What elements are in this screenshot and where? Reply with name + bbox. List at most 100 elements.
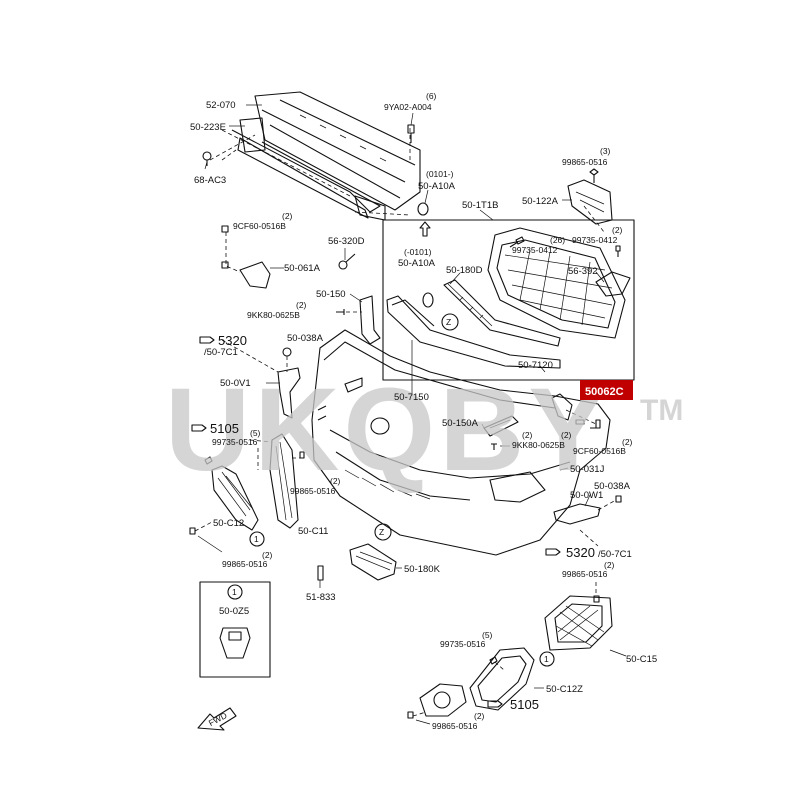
label-qty-2a: (2): [282, 211, 293, 221]
ref-1-circle-right-icon: [539, 651, 555, 667]
label-99735-0412b: 99735-0412: [572, 235, 618, 245]
label-qty-2i: (2): [604, 560, 615, 570]
label-56-392: 56-392: [568, 266, 598, 277]
label-50-a10a-box: 50-A10A: [398, 258, 436, 269]
label-qty-5-right: (5): [482, 630, 493, 640]
fog-grille-50-c15: [544, 582, 627, 657]
label-50-c11: 50-C11: [298, 526, 328, 537]
bumper-cover-50-031j: [311, 329, 611, 556]
label-50-038a-right: 50-038A: [594, 481, 631, 492]
bumper-reinforcement: [231, 91, 421, 221]
leader-lines-top: [204, 104, 429, 204]
highlight-part-label[interactable]: 50062C: [580, 380, 633, 400]
label-50-0z5: 50-0Z5: [219, 606, 249, 617]
ref-5105-right-icon: [487, 700, 503, 708]
highlight-text: 50062C: [585, 386, 624, 398]
label-qty-2h: (2): [622, 437, 633, 447]
molding-50-180d: [443, 272, 561, 347]
label-qty-2f: (2): [522, 430, 533, 440]
screw-left-low-icon: [189, 521, 223, 553]
watermark: UKQBY TM: [165, 364, 683, 496]
label-refz-low: Z: [379, 527, 384, 537]
label-qty-0101: (-0101): [404, 247, 432, 257]
grille-box: [382, 209, 635, 381]
watermark-text: UKQBY: [165, 364, 611, 496]
label-50-7120: 50-7120: [518, 360, 553, 371]
label-50-150a: 50-150A: [442, 418, 479, 429]
label-50-7c1-right: /50-7C1: [598, 549, 632, 560]
label-5320-left: 5320: [218, 333, 247, 348]
label-50-150: 50-150: [316, 289, 346, 300]
label-5105-right: 5105: [510, 697, 539, 712]
label-51-833: 51-833: [306, 592, 336, 603]
fog-bezel-50-c11: [249, 433, 305, 529]
bracket-50-0v1: [266, 367, 301, 419]
ref-5320-left-icon: [199, 336, 279, 373]
label-5105-left: 5105: [210, 421, 239, 436]
label-56-320d: 56-320D: [328, 236, 365, 247]
label-9ya02: 9YA02-A004: [384, 102, 432, 112]
label-50-031j: 50-031J: [570, 464, 605, 475]
bracket-56-392: [595, 271, 631, 297]
label-50-180k: 50-180K: [404, 564, 441, 575]
label-qty-2c: (2): [296, 300, 307, 310]
fog-bezel-50-c12: [204, 456, 259, 531]
bolt-50-038a-left-icon: [282, 347, 292, 372]
bolt-68-ac3-icon: [202, 151, 212, 166]
clip-56-320d-icon: [338, 248, 356, 270]
clip-51-833-icon: [317, 565, 324, 588]
label-50-0w1: 50-0W1: [570, 490, 603, 501]
label-9kk80-left: 9KK80-0625B: [247, 310, 300, 320]
fwd-arrow-icon: [197, 707, 237, 731]
label-qty-2d: (2): [330, 476, 341, 486]
label-99735-0412a: 99735-0412: [512, 245, 558, 255]
label-qty-6: (6): [426, 91, 437, 101]
label-qty-0101a: (0101-): [426, 169, 454, 179]
ref-5320-right-icon: [545, 529, 599, 556]
label-50-a10a-top: 50-A10A: [418, 181, 456, 192]
label-50-c12: 50-C12: [213, 518, 244, 529]
label-99865-top: 99865-0516: [562, 157, 608, 167]
label-99865-0516-right: 99865-0516: [562, 569, 608, 579]
bracket-50-150: [336, 293, 381, 345]
bracket-50-122a: [562, 168, 613, 233]
bracket-50-0w1: [553, 494, 622, 525]
label-50-7c1-left: /50-7C1: [204, 347, 238, 358]
label-fwd: FWD: [207, 710, 229, 728]
ref-1-circle-left-icon: [249, 531, 265, 547]
watermark-tm: TM: [640, 394, 683, 427]
label-9cf60-left: 9CF60-0516B: [233, 221, 286, 231]
label-50-223e: 50-223E: [190, 122, 226, 133]
bolt-9ya02-icon: [407, 124, 415, 143]
ref-5105-left-icon: [191, 424, 207, 432]
bracket-50062c: [551, 393, 601, 429]
label-99735-0516-right: 99735-0516: [440, 639, 486, 649]
retainer-50-180k: [349, 543, 402, 581]
label-9kk80-right: 9KK80-0625B: [512, 440, 565, 450]
label-50-c12z: 50-C12Z: [546, 684, 583, 695]
clip-inset-box: [199, 581, 271, 678]
label-qty-2b: (2): [612, 225, 623, 235]
label-50-c15: 50-C15: [626, 654, 657, 665]
left-bracket-50-061a: [221, 225, 284, 289]
label-99865-0516-mid: 99865-0516: [290, 486, 336, 496]
bracket-50-150a: [481, 415, 519, 450]
label-99735-0516-left: 99735-0516: [212, 437, 258, 447]
label-99865-0516-bottom: 99865-0516: [432, 721, 478, 731]
grille-mesh-50-1t1b: [487, 227, 626, 339]
label-50-061a: 50-061A: [284, 263, 321, 274]
label-68-ac3: 68-AC3: [194, 175, 226, 186]
label-ref1-right: 1: [544, 654, 549, 664]
screws-in-box: [509, 236, 621, 257]
label-50-0v1: 50-0V1: [220, 378, 251, 389]
label-qty-3: (3): [600, 146, 611, 156]
label-qty-2g: (2): [561, 430, 572, 440]
label-9cf60-right: 9CF60-0516B: [573, 446, 626, 456]
label-refz-box: Z: [446, 317, 451, 327]
label-5320-right: 5320: [566, 545, 595, 560]
label-qty-2j: (2): [474, 711, 485, 721]
label-52-070: 52-070: [206, 100, 236, 111]
label-50-7150: 50-7150: [394, 392, 429, 403]
